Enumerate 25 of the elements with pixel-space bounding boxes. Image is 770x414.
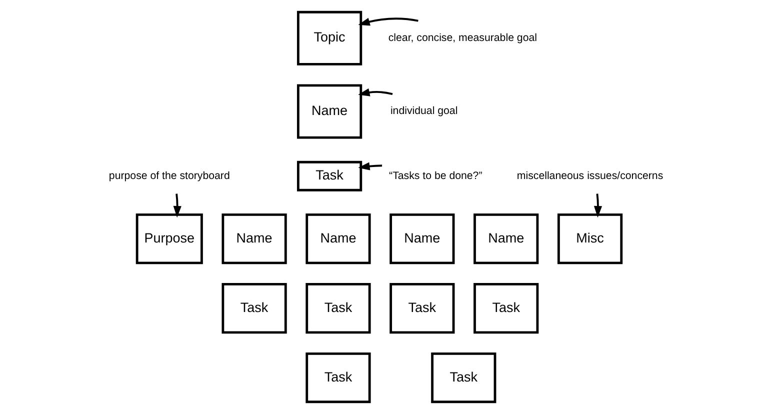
- node-box: Task: [221, 282, 286, 334]
- node-box: Name: [473, 214, 538, 264]
- node-text: miscellaneous issues/concerns: [516, 170, 663, 182]
- node-box: Task: [305, 352, 370, 404]
- node-box: Name: [305, 214, 370, 264]
- arrow: [358, 162, 382, 170]
- node-box: Name: [221, 214, 286, 264]
- node-box: Task: [473, 282, 538, 334]
- arrow: [172, 194, 181, 218]
- node-text: purpose of the storyboard: [108, 170, 230, 182]
- node-text: clear, concise, measurable goal: [388, 32, 536, 44]
- node-box: Name: [389, 214, 454, 264]
- arrow: [358, 18, 418, 26]
- node-box: Task: [430, 352, 496, 404]
- node-box: Misc: [556, 214, 622, 264]
- node-box: Name: [296, 84, 362, 139]
- node-box: Task: [296, 160, 362, 192]
- node-box: Task: [389, 282, 454, 334]
- arrow: [593, 194, 602, 218]
- node-text: individual goal: [390, 105, 458, 118]
- node-box: Purpose: [135, 214, 202, 264]
- node-box: Task: [305, 282, 370, 334]
- node-text: “Tasks to be done?”: [388, 170, 482, 182]
- arrow: [358, 88, 392, 96]
- node-box: Topic: [296, 10, 362, 66]
